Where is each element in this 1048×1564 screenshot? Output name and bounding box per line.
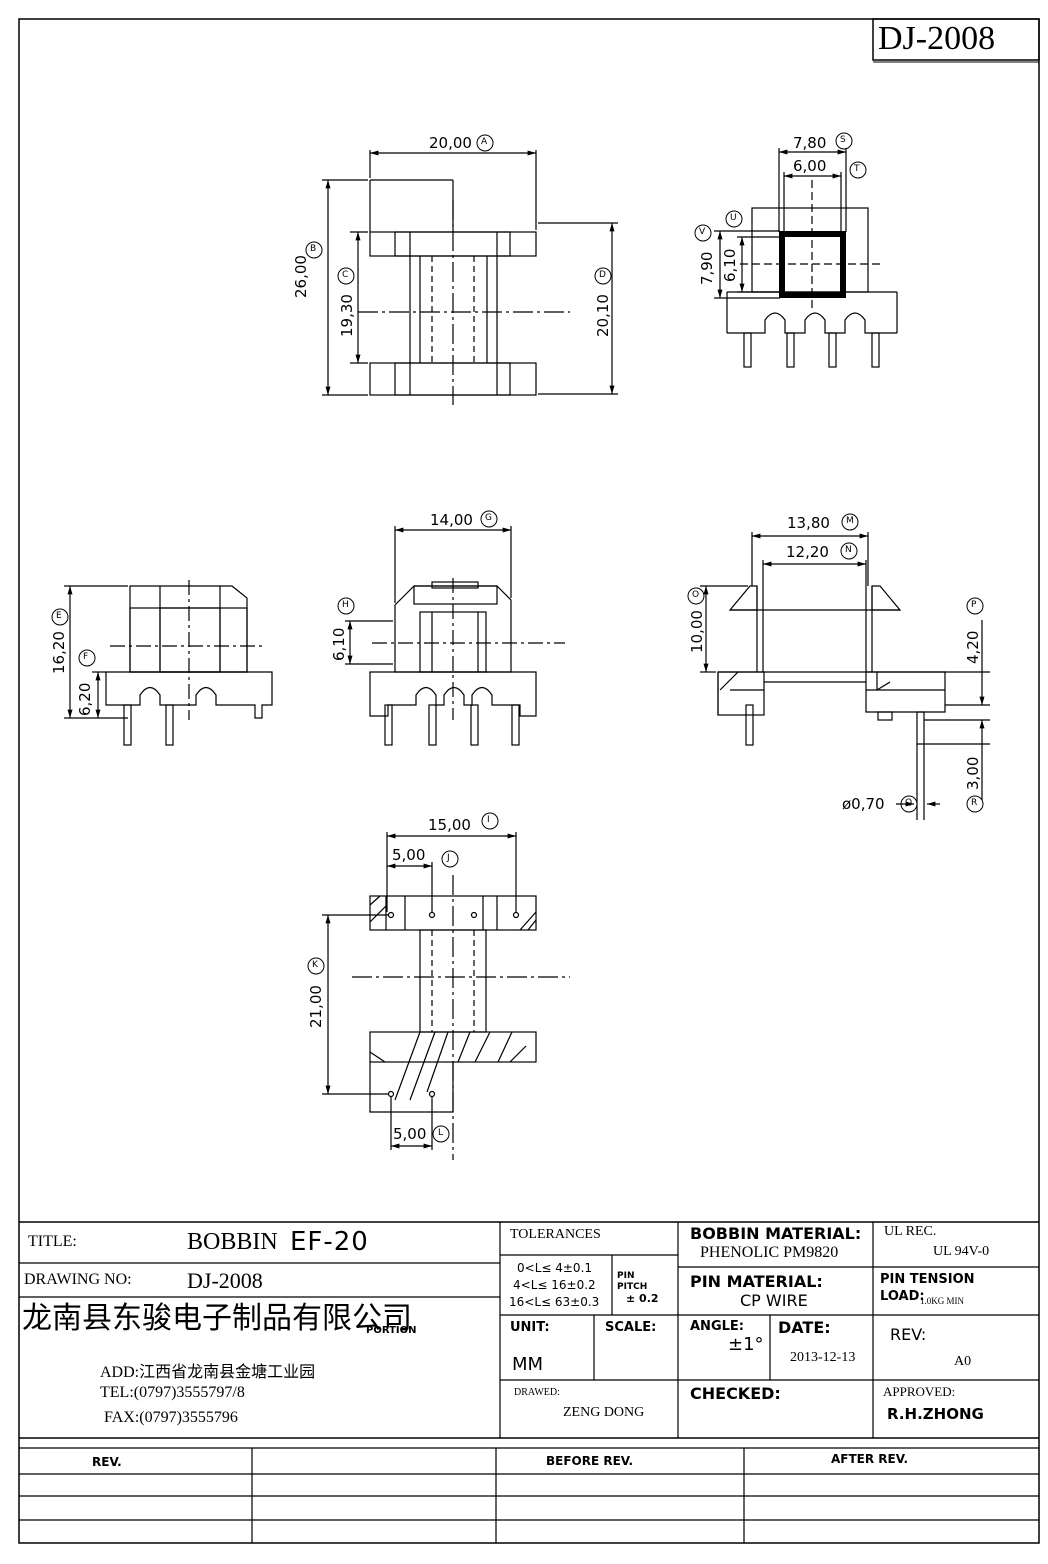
view-side-right xyxy=(700,532,990,820)
view-end-top xyxy=(714,148,898,368)
pin-pitch-2: PITCH xyxy=(617,1282,648,1292)
unit-label: UNIT: xyxy=(510,1320,550,1335)
drawed-label: DRAWED: xyxy=(514,1387,560,1398)
pin-material-value: CP WIRE xyxy=(740,1291,808,1310)
dim-m-value: 13,80 xyxy=(787,514,830,532)
dim-o-value: 10,00 xyxy=(688,610,706,653)
drawing-no-value: DJ-2008 xyxy=(187,1268,263,1293)
rev-table-header-after: AFTER REV. xyxy=(831,1452,909,1466)
view-side-left xyxy=(64,580,273,746)
dim-n-tag: N xyxy=(845,545,852,555)
dim-n-value: 12,20 xyxy=(786,543,829,561)
drawing-number-header: DJ-2008 xyxy=(878,20,996,57)
view-bottom xyxy=(322,832,570,1160)
bobbin-material-value: PHENOLIC PM9820 xyxy=(700,1244,839,1261)
dim-l-tag: L xyxy=(438,1128,444,1138)
rev-value: A0 xyxy=(954,1354,972,1369)
dim-k-value: 21,00 xyxy=(307,985,325,1028)
view-side-center xyxy=(345,526,565,746)
dim-s-tag: S xyxy=(840,135,846,145)
dimension-tags xyxy=(51,132,984,1143)
fax: FAX:(0797)3555796 xyxy=(104,1409,238,1426)
portion-label: PORTION xyxy=(366,1325,417,1336)
dim-m-tag: M xyxy=(846,516,854,526)
angle-label: ANGLE: xyxy=(690,1319,744,1334)
dim-p-tag: P xyxy=(971,600,977,610)
pin-material-label: PIN MATERIAL: xyxy=(690,1272,823,1291)
rev-table-header-before: BEFORE REV. xyxy=(546,1454,634,1468)
dim-a-tag: A xyxy=(481,137,488,147)
drawing-no-label: DRAWING NO: xyxy=(24,1271,132,1288)
tolerances-label: TOLERANCES xyxy=(510,1227,601,1242)
address: ADD:江西省龙南县金塘工业园 xyxy=(100,1364,316,1381)
angle-value: ±1° xyxy=(728,1334,764,1355)
dim-u-tag: U xyxy=(730,213,737,223)
dim-r-value: 3,00 xyxy=(964,756,982,790)
tolerance-line-3: 16<L≤ 63±0.3 xyxy=(509,1295,600,1309)
ul-rec-label: UL REC. xyxy=(884,1224,937,1239)
tolerance-line-2: 4<L≤ 16±0.2 xyxy=(513,1278,596,1292)
dim-e-tag: E xyxy=(56,611,62,621)
sheet-border xyxy=(18,18,1040,1544)
pin-pitch-1: PIN xyxy=(617,1271,635,1281)
dim-i-tag: I xyxy=(487,815,490,825)
dim-i-value: 15,00 xyxy=(428,816,471,834)
scale-label: SCALE: xyxy=(605,1320,657,1335)
company-name: 龙南县东骏电子制品有限公司 xyxy=(22,1302,412,1335)
tolerance-line-1: 0<L≤ 4±0.1 xyxy=(517,1261,593,1275)
dim-k-tag: K xyxy=(312,960,318,970)
approved-value: R.H.ZHONG xyxy=(887,1405,984,1423)
load-label: LOAD: xyxy=(880,1289,925,1304)
dim-h-tag: H xyxy=(342,600,349,610)
dim-a-value: 20,00 xyxy=(429,134,472,152)
title-value-bobbin: BOBBIN xyxy=(187,1229,278,1255)
pin-tension-label: PIN TENSION xyxy=(880,1272,975,1287)
dim-g-tag: G xyxy=(485,513,492,523)
dim-j-value: 5,00 xyxy=(392,846,426,864)
dim-o-tag: O xyxy=(692,590,700,600)
checked-label: CHECKED: xyxy=(690,1384,781,1403)
dim-q-value: ø0,70 xyxy=(842,795,885,813)
date-value: 2013-12-13 xyxy=(790,1350,856,1365)
dim-f-value: 6,20 xyxy=(76,682,94,716)
dim-p-value: 4,20 xyxy=(964,630,982,664)
dim-g-value: 14,00 xyxy=(430,511,473,529)
dim-j-tag: J xyxy=(447,853,450,863)
ul-rec-value: UL 94V-0 xyxy=(933,1244,990,1259)
dim-b-value: 26,00 xyxy=(292,255,310,298)
drawed-value: ZENG DONG xyxy=(563,1405,645,1420)
rev-label: REV: xyxy=(890,1325,927,1344)
dim-d-value: 20,10 xyxy=(594,294,612,337)
dim-t-value: 6,00 xyxy=(793,157,827,175)
telephone: TEL:(0797)3555797/8 xyxy=(100,1384,245,1401)
dim-l-value: 5,00 xyxy=(393,1125,427,1143)
dim-q-tag: Q xyxy=(905,798,913,808)
approved-label: APPROVED: xyxy=(883,1384,956,1399)
unit-value: MM xyxy=(512,1354,544,1375)
dim-t-tag: T xyxy=(854,164,860,174)
drawing-number-box xyxy=(872,18,1040,61)
date-label: DATE: xyxy=(778,1318,831,1337)
dim-b-tag: B xyxy=(310,244,317,254)
dim-v-tag: V xyxy=(699,227,706,237)
dim-e-value: 16,20 xyxy=(50,631,68,674)
title-value-part: EF-20 xyxy=(290,1227,369,1257)
pin-pitch-3: ± 0.2 xyxy=(626,1292,659,1305)
load-value: 1.0KG MIN xyxy=(920,1296,964,1306)
dim-c-tag: C xyxy=(342,270,349,280)
dim-f-tag: F xyxy=(83,652,89,662)
dim-u-value: 6,10 xyxy=(721,248,739,282)
rev-table-header-rev: REV. xyxy=(92,1455,122,1469)
title-label: TITLE: xyxy=(28,1233,77,1250)
bobbin-material-label: BOBBIN MATERIAL: xyxy=(690,1224,862,1243)
title-block-grid xyxy=(19,1221,1039,1543)
dim-r-tag: R xyxy=(971,798,978,808)
dim-s-value: 7,80 xyxy=(793,134,827,152)
dim-c-value: 19,30 xyxy=(338,294,356,337)
dim-v-value: 7,90 xyxy=(698,251,716,285)
dim-d-tag: D xyxy=(599,270,606,280)
view-front-top xyxy=(322,150,618,405)
dim-h-value: 6,10 xyxy=(330,627,348,661)
